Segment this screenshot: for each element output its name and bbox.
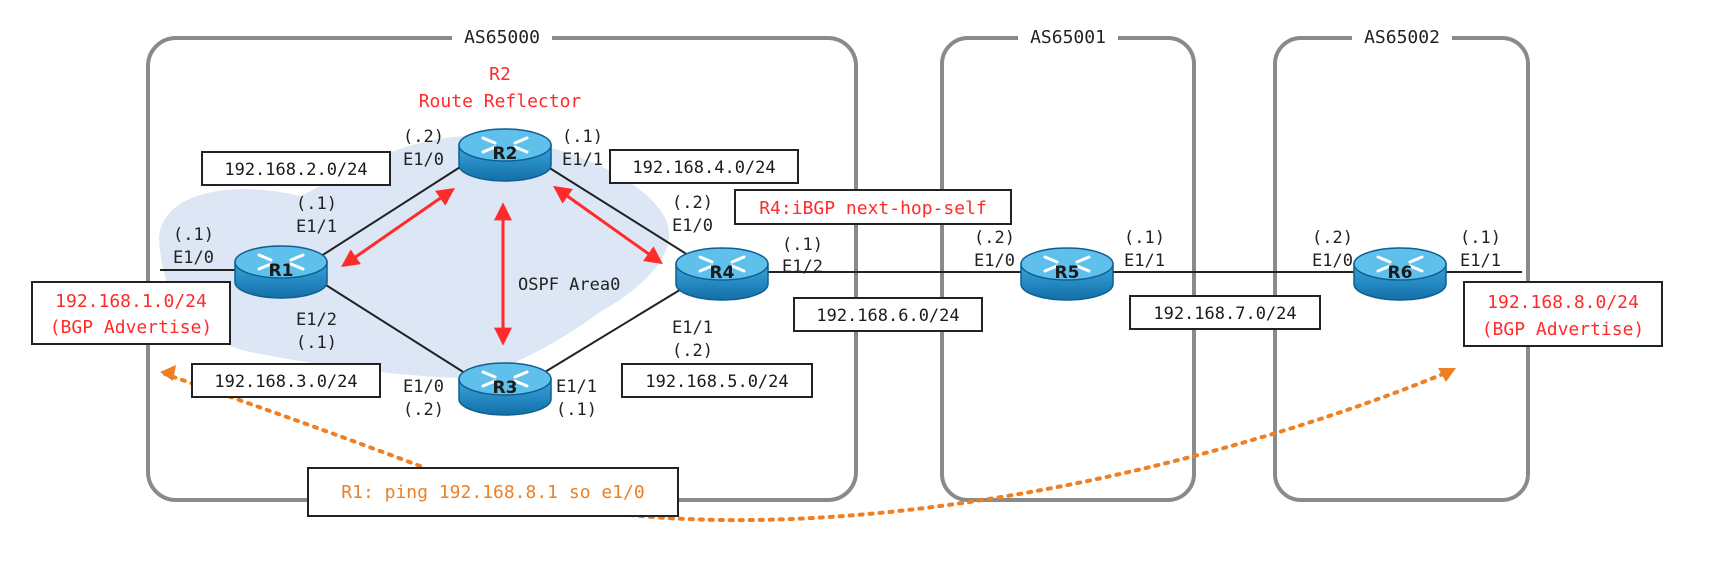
r2-e10-ip: (.2)	[403, 127, 444, 147]
r4-note: R4:iBGP next-hop-self	[759, 198, 987, 219]
r4-e10: E1/0	[672, 216, 713, 236]
r3-e11: E1/1	[556, 377, 597, 397]
r3-e10: E1/0	[403, 377, 444, 397]
r5-e10: E1/0	[974, 251, 1015, 271]
as65000-label: AS65000	[464, 27, 540, 48]
r6-e11-ip: (.1)	[1460, 228, 1501, 248]
r2-e10: E1/0	[403, 150, 444, 170]
r4-e12-ip: (.1)	[782, 235, 823, 255]
r3-e11-ip: (.1)	[556, 400, 597, 420]
as65002-label: AS65002	[1364, 27, 1440, 48]
r1-e10-ip: (.1)	[173, 225, 214, 245]
r1-e11-ip: (.1)	[296, 194, 337, 214]
subnet-192-168-4-box	[609, 149, 799, 184]
r1-e11: E1/1	[296, 217, 337, 237]
r4-e11-ip: (.2)	[672, 341, 713, 361]
as65001-label: AS65001	[1030, 27, 1106, 48]
r1-e12: E1/2	[296, 310, 337, 330]
ibgp-arrow-r1-r2	[341, 187, 455, 268]
ping-arrowhead-right	[1438, 368, 1456, 382]
subnet-192-168-2-box	[201, 151, 391, 186]
router-r1-label: R1	[269, 261, 294, 281]
router-r3-label: R3	[493, 378, 518, 398]
r4-e11: E1/1	[672, 318, 713, 338]
subnet-192-168-8-note: (BGP Advertise)	[1482, 319, 1645, 340]
ibgp-arrow-r2-r4	[553, 185, 663, 265]
link-r3-r4	[539, 284, 689, 376]
r2-e11-ip: (.1)	[562, 127, 603, 147]
router-r6-label: R6	[1388, 263, 1413, 283]
r5-e10-ip: (.2)	[974, 228, 1015, 248]
r4-e10-ip: (.2)	[672, 193, 713, 213]
subnet-192-168-5: 192.168.5.0/24	[645, 372, 788, 392]
r6-e11: E1/1	[1460, 251, 1501, 271]
subnet-192-168-3-box	[191, 363, 381, 398]
router-r5-label: R5	[1055, 263, 1080, 283]
router-r2-label: R2	[493, 144, 518, 164]
r4-e12: E1/2	[782, 257, 823, 277]
r4-note-box	[734, 189, 1012, 225]
subnet-192-168-6-box	[793, 297, 983, 332]
r5-e11-ip: (.1)	[1124, 228, 1165, 248]
subnet-192-168-6: 192.168.6.0/24	[816, 306, 959, 326]
subnet-192-168-7: 192.168.7.0/24	[1153, 304, 1296, 324]
r3-e10-ip: (.2)	[403, 400, 444, 420]
r6-e10: E1/0	[1312, 251, 1353, 271]
subnet-192-168-8-box	[1463, 281, 1663, 347]
subnet-192-168-3: 192.168.3.0/24	[214, 372, 357, 392]
r1-e12-ip: (.1)	[296, 333, 337, 353]
router-r4-label: R4	[710, 263, 735, 283]
r2-e11: E1/1	[562, 150, 603, 170]
subnet-192-168-8: 192.168.8.0/24	[1487, 292, 1639, 313]
subnet-192-168-2: 192.168.2.0/24	[224, 160, 367, 180]
subnet-192-168-7-box	[1129, 295, 1321, 330]
ping-note-box	[307, 467, 679, 517]
ping-note: R1: ping 192.168.8.1 so e1/0	[341, 482, 644, 503]
r6-e10-ip: (.2)	[1312, 228, 1353, 248]
r1-e10: E1/0	[173, 248, 214, 268]
r2-title: R2	[489, 64, 511, 85]
r2-role: Route Reflector	[419, 91, 582, 112]
ospf-area-label: OSPF Area0	[518, 275, 620, 295]
subnet-192-168-1-note: (BGP Advertise)	[50, 317, 213, 338]
subnet-192-168-5-box	[621, 363, 813, 398]
r5-e11: E1/1	[1124, 251, 1165, 271]
link-r1-r3	[317, 279, 469, 376]
ping-arrowhead-left	[160, 365, 176, 381]
subnet-192-168-4: 192.168.4.0/24	[632, 158, 775, 178]
subnet-192-168-1: 192.168.1.0/24	[55, 291, 207, 312]
subnet-192-168-1-box	[31, 281, 231, 345]
